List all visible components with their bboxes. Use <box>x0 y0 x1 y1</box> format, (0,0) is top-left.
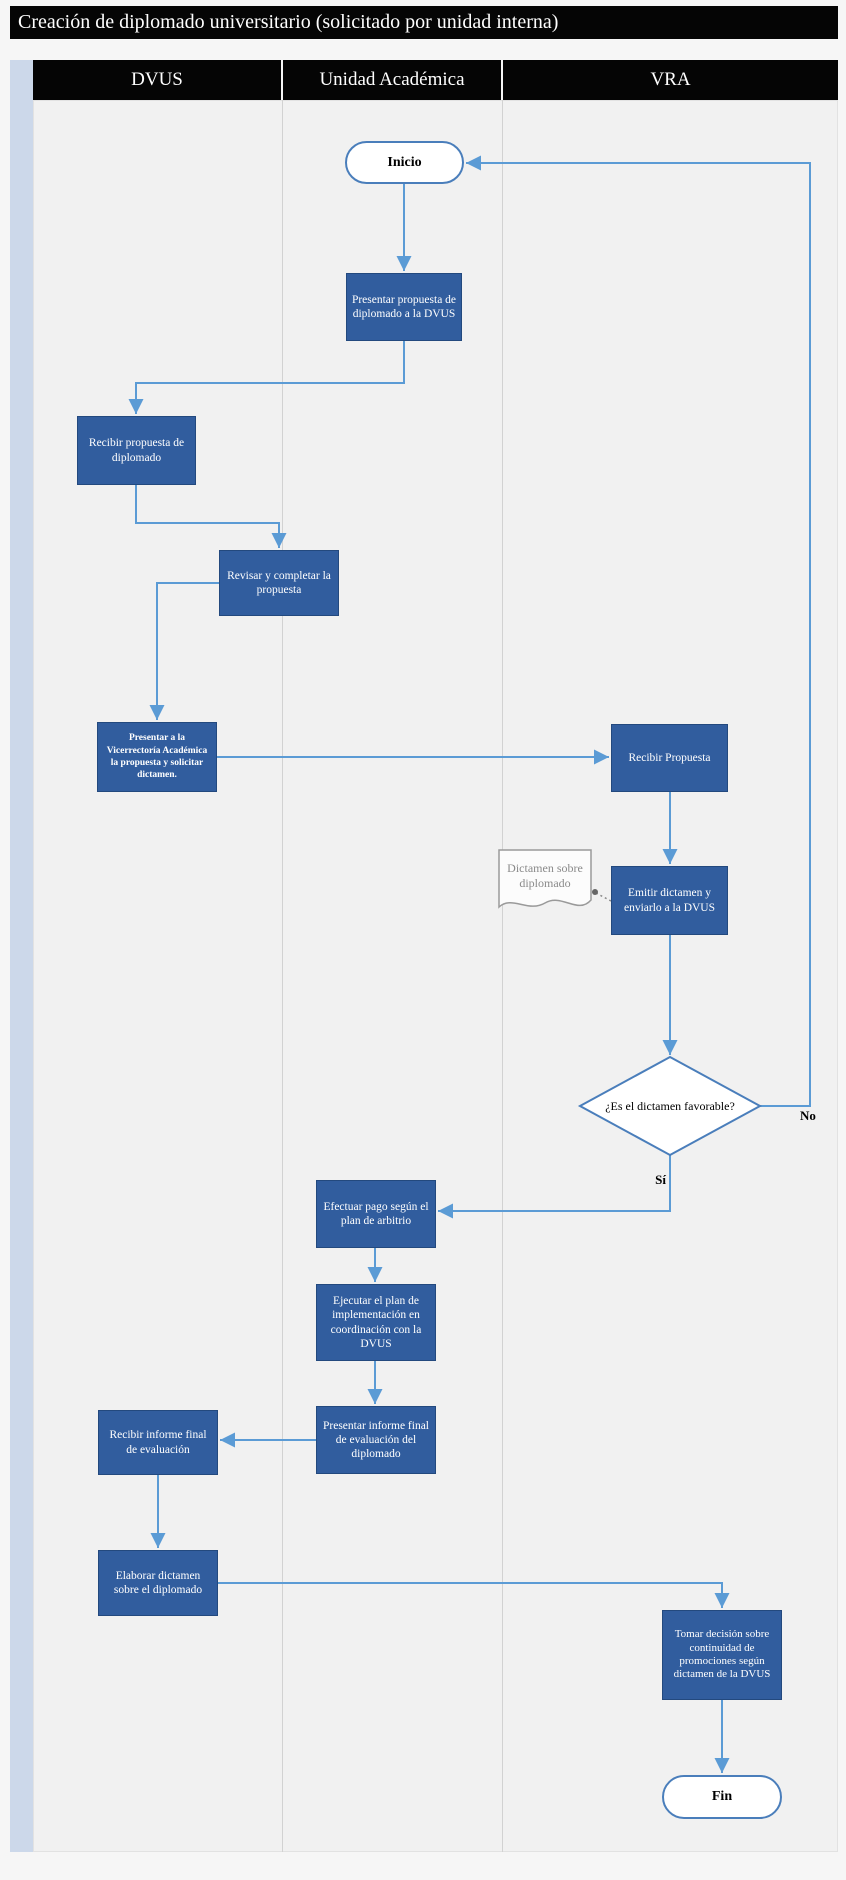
edge-label-no: No <box>800 1108 816 1123</box>
process-efectuar-pago: Efectuar pago según el plan de arbitrio <box>316 1180 436 1248</box>
edge-recibir-to-revisar <box>135 485 287 548</box>
process-recibir-propuesta-vra: Recibir Propuesta <box>611 724 728 792</box>
end-node-fin: Fin <box>662 1775 782 1819</box>
process-tomar-decision: Tomar decisión sobre continuidad de prom… <box>662 1610 782 1700</box>
lane-header-dvus: DVUS <box>33 60 281 100</box>
process-presentar-informe: Presentar informe final de evaluación de… <box>316 1406 436 1474</box>
edge-decision-no-to-inicio <box>466 155 811 1107</box>
edge-presentar-to-recibir <box>128 341 405 414</box>
note-dotted-connector <box>595 892 612 902</box>
edge-label-si: Sí <box>655 1172 666 1187</box>
process-revisar-completar: Revisar y completar la propuesta <box>219 550 339 616</box>
process-presentar-vra: Presentar a la Vicerrectoría Académica l… <box>97 722 217 792</box>
edge-decision-si-to-pago <box>438 1155 671 1219</box>
document-shape <box>498 849 592 909</box>
decision-label-favorable: ¿Es el dictamen favorable? <box>605 1098 735 1113</box>
lane-divider-2 <box>502 100 503 1852</box>
diagram-title: Creación de diplomado universitario (sol… <box>10 6 838 39</box>
process-emitir-dictamen: Emitir dictamen y enviarlo a la DVUS <box>611 866 728 935</box>
note-anchor-dot <box>592 889 598 895</box>
edge-elaborar-to-tomar <box>218 1582 730 1608</box>
lane-header-vra: VRA <box>503 60 838 100</box>
process-recibir-propuesta: Recibir propuesta de diplomado <box>77 416 196 485</box>
process-recibir-informe: Recibir informe final de evaluación <box>98 1410 218 1475</box>
process-presentar-propuesta: Presentar propuesta de diplomado a la DV… <box>346 273 462 341</box>
document-label-dictamen: Dictamen sobre diplomado <box>507 861 583 890</box>
lane-divider-1 <box>282 100 283 1852</box>
process-ejecutar-plan: Ejecutar el plan de implementación en co… <box>316 1284 436 1361</box>
process-elaborar-dictamen: Elaborar dictamen sobre el diplomado <box>98 1550 218 1616</box>
edge-revisar-to-presentar-vra <box>149 582 219 720</box>
pool-left-strip <box>10 60 33 1852</box>
decision-diamond <box>577 1055 763 1157</box>
lane-header-unidad-academica: Unidad Académica <box>283 60 501 100</box>
start-node-inicio: Inicio <box>345 141 464 184</box>
